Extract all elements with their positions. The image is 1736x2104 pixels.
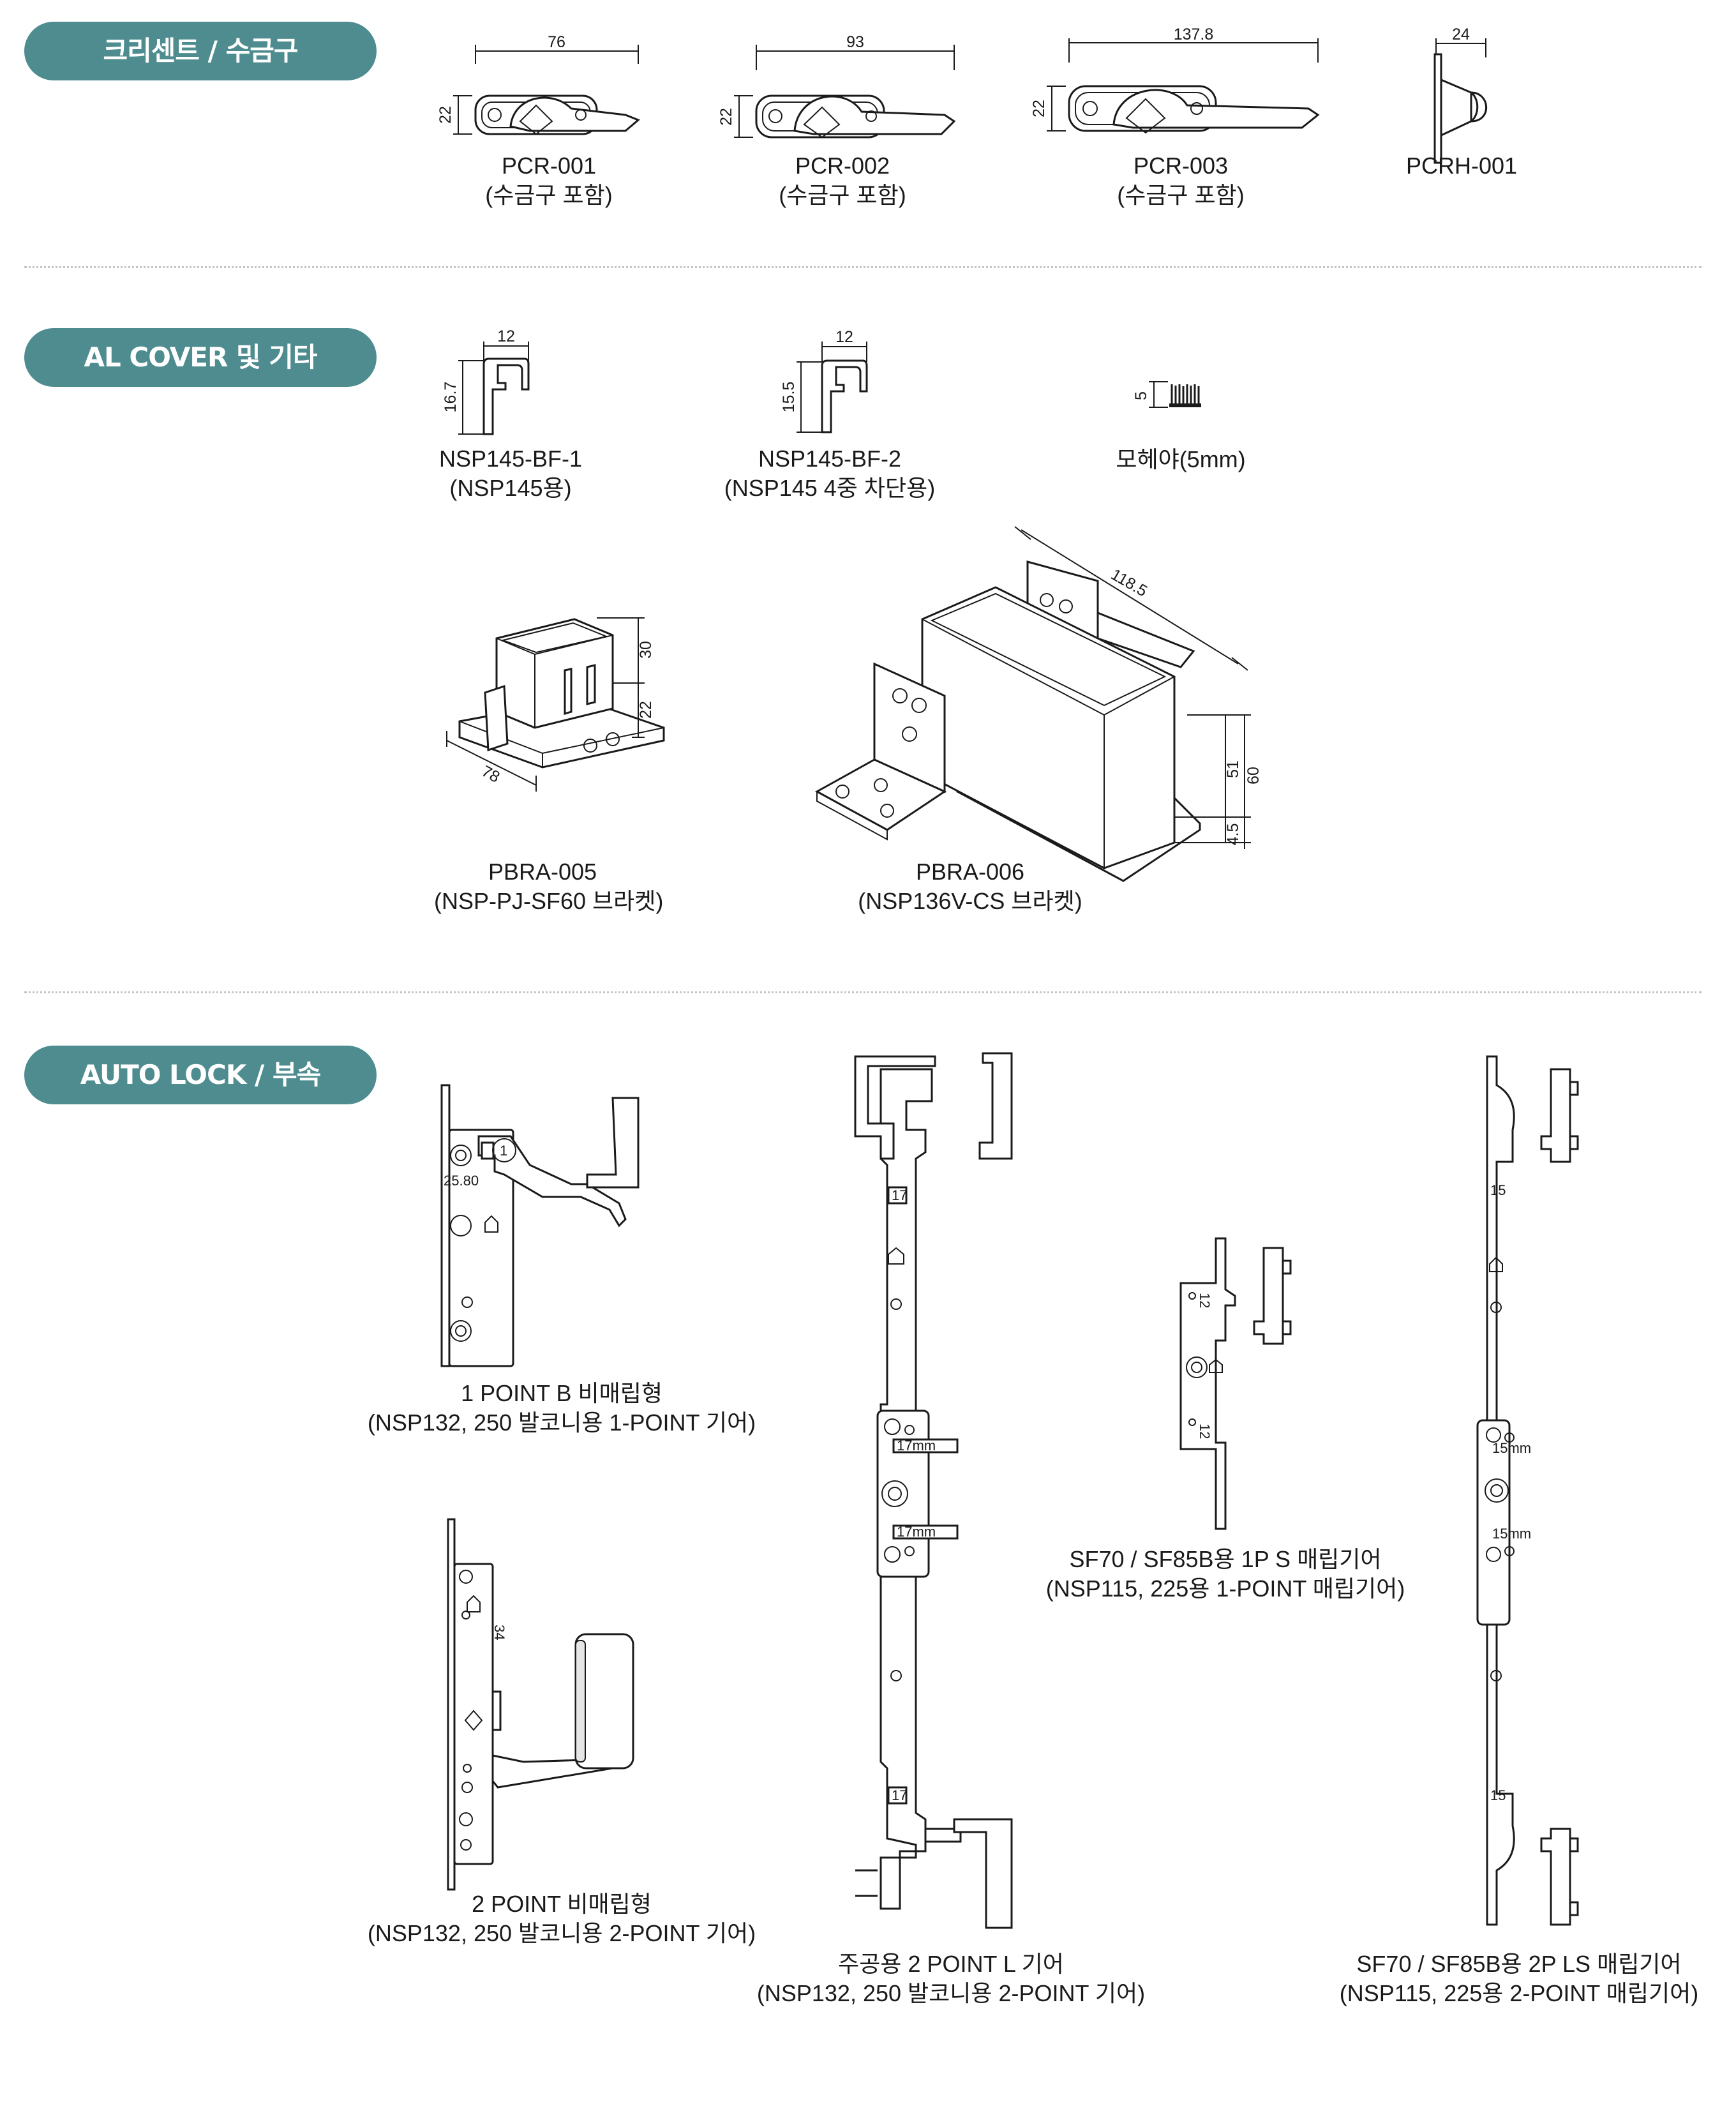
label-34: 34 — [491, 1625, 507, 1640]
product-code: PCRH-001 — [1405, 153, 1518, 179]
autolock-sf70-1p-s-drawing: 12 12 — [1179, 1237, 1292, 1530]
section-divider — [24, 991, 1702, 993]
autolock-sf70-2p-ls-caption: SF70 / SF85B용 2P LS 매립기어 (NSP115, 225용 2… — [1302, 1950, 1736, 2008]
product-note: (NSP132, 250 발코니용 1-POINT 기어) — [367, 1409, 756, 1436]
product-note: (수금구 포함) — [779, 182, 906, 208]
dim-height-bottom: 22 — [637, 701, 655, 719]
dim-height: 5 — [1132, 391, 1150, 400]
product-code: NSP145-BF-1 — [438, 446, 583, 472]
product-code: 1 POINT B 비매립형 — [461, 1380, 662, 1406]
autolock-sf70-2p-ls-drawing: 15 15mm 15mm 15 — [1476, 1055, 1579, 1926]
section-title-auto-lock: AUTO LOCK / 부속 — [24, 1046, 377, 1104]
dim-height: 22 — [717, 108, 735, 126]
dim-width: 76 — [548, 33, 565, 51]
product-note: (NSP132, 250 발코니용 2-POINT 기어) — [367, 1920, 756, 1946]
product-note: (NSP115, 225용 1-POINT 매립기어) — [1045, 1575, 1405, 1602]
mohair-caption: 모헤야(5mm) — [1085, 445, 1276, 474]
dim-length: 78 — [479, 762, 503, 786]
product-code: 2 POINT 비매립형 — [472, 1891, 652, 1917]
nsp145-bf-1-drawing: 12 16.7 — [442, 327, 530, 435]
product-code: SF70 / SF85B용 2P LS 매립기어 — [1356, 1951, 1682, 1977]
label-1: 1 — [500, 1143, 507, 1159]
dim-height: 22 — [1030, 100, 1048, 117]
dim-height: 22 — [437, 106, 454, 124]
pcr-003-caption: PCR-003 (수금구 포함) — [1072, 151, 1289, 210]
product-code: PCR-001 — [501, 153, 597, 179]
nsp145-bf-2-drawing: 12 15.5 — [780, 328, 868, 433]
dim-height-top: 30 — [637, 641, 655, 659]
nsp145-bf-2-caption: NSP145-BF-2 (NSP145 4중 차단용) — [715, 444, 945, 503]
product-note: (수금구 포함) — [485, 182, 613, 208]
section-title-al-cover: AL COVER 및 기타 — [24, 328, 377, 387]
product-code: 주공용 2 POINT L 기어 — [838, 1951, 1064, 1977]
autolock-1point-b-caption: 1 POINT B 비매립형 (NSP132, 250 발코니용 1-POINT… — [357, 1379, 766, 1438]
dim-height-total: 60 — [1245, 767, 1262, 785]
autolock-2point-l-drawing: 17 17mm 17mm 17 — [854, 1052, 1013, 1929]
label-17: 17 — [892, 1187, 907, 1203]
pcr-002-caption: PCR-002 (수금구 포함) — [734, 151, 951, 210]
pcrh-001-drawing: 24 — [1433, 26, 1488, 164]
product-note: (수금구 포함) — [1117, 182, 1245, 208]
label-15-upper: 15 — [1490, 1182, 1506, 1198]
dim-height-inner: 51 — [1224, 760, 1242, 778]
mohair-drawing: 5 — [1132, 381, 1201, 408]
label-15-lower: 15 — [1490, 1787, 1506, 1803]
product-code: 모헤야(5mm) — [1116, 446, 1246, 472]
dim-width: 137.8 — [1174, 26, 1214, 43]
product-code: PBRA-006 — [915, 859, 1025, 885]
product-note: (NSP145 4중 차단용) — [724, 475, 936, 501]
pcr-001-drawing: 76 22 — [437, 33, 640, 135]
product-note: (NSP115, 225용 2-POINT 매립기어) — [1339, 1980, 1699, 2006]
label-17mm-lower: 17mm — [897, 1524, 936, 1540]
label-12-lower: 12 — [1197, 1424, 1213, 1439]
label-15mm-upper: 15mm — [1492, 1440, 1531, 1456]
label-12-upper: 12 — [1197, 1293, 1213, 1308]
product-note: (NSP145용) — [449, 475, 572, 501]
product-code: PCR-003 — [1133, 153, 1229, 179]
label-25-80: 25.80 — [444, 1173, 479, 1189]
dim-height: 16.7 — [442, 382, 460, 413]
nsp145-bf-1-caption: NSP145-BF-1 (NSP145용) — [408, 444, 613, 503]
product-note: (NSP132, 250 발코니용 2-POINT 기어) — [756, 1980, 1146, 2006]
dim-width: 12 — [835, 328, 853, 346]
dim-width: 93 — [846, 33, 864, 51]
product-code: NSP145-BF-2 — [758, 446, 902, 472]
dim-height: 15.5 — [780, 382, 798, 413]
product-code: PBRA-005 — [488, 859, 597, 885]
section-title-crescent: 크리센트 / 수금구 — [24, 22, 377, 80]
pcrh-001-caption: PCRH-001 — [1379, 151, 1545, 181]
pbra-006-caption: PBRA-006 (NSP136V-CS 브라켓) — [849, 857, 1091, 916]
label-17mm-upper: 17mm — [897, 1438, 936, 1454]
dim-width: 24 — [1452, 26, 1470, 43]
pbra-005-caption: PBRA-005 (NSP-PJ-SF60 브라켓) — [434, 857, 664, 916]
autolock-1point-b-drawing: 25.80 1 — [440, 1084, 640, 1367]
dim-length: 118.5 — [1108, 566, 1151, 601]
dim-plate: 4.5 — [1224, 823, 1242, 846]
pcr-002-drawing: 93 22 — [717, 33, 956, 139]
autolock-2point-caption: 2 POINT 비매립형 (NSP132, 250 발코니용 2-POINT 기… — [357, 1890, 766, 1948]
section-divider — [24, 266, 1702, 268]
autolock-2point-drawing: 34 — [447, 1518, 634, 1891]
dim-width: 12 — [497, 327, 515, 345]
product-code: PCR-002 — [795, 153, 890, 179]
autolock-2point-l-caption: 주공용 2 POINT L 기어 (NSP132, 250 발코니용 2-POI… — [715, 1950, 1187, 2008]
pcr-001-caption: PCR-001 (수금구 포함) — [440, 151, 657, 210]
pbra-006-drawing: 118.5 51 60 4.5 — [814, 526, 1262, 882]
autolock-sf70-1p-s-caption: SF70 / SF85B용 1P S 매립기어 (NSP115, 225용 1-… — [1021, 1545, 1430, 1604]
label-17-bottom: 17 — [892, 1787, 907, 1803]
label-15mm-lower: 15mm — [1492, 1526, 1531, 1542]
pcr-003-drawing: 137.8 22 — [1030, 26, 1320, 134]
pbra-005-drawing: 30 22 78 — [446, 617, 665, 792]
product-note: (NSP136V-CS 브라켓) — [858, 888, 1082, 914]
product-note: (NSP-PJ-SF60 브라켓) — [434, 888, 664, 914]
product-code: SF70 / SF85B용 1P S 매립기어 — [1069, 1546, 1382, 1572]
